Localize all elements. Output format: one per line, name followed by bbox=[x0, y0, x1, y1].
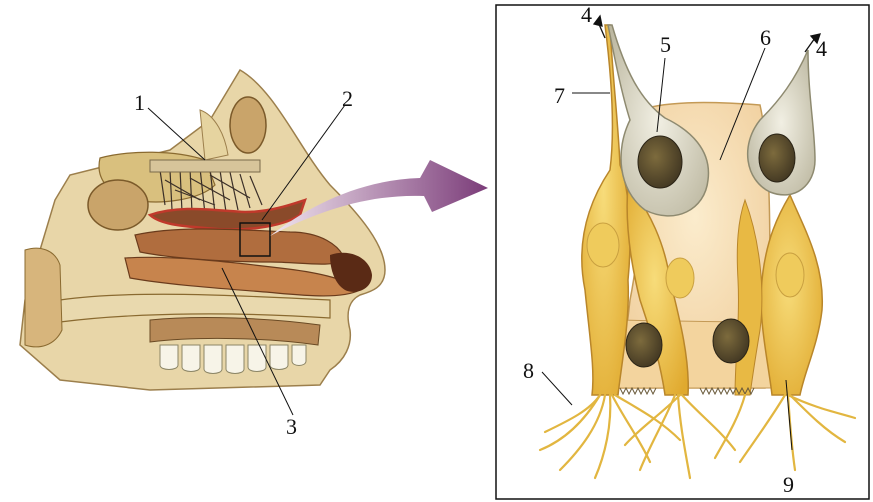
label-9: 9 bbox=[783, 472, 794, 497]
label-4-left: 4 bbox=[581, 2, 592, 27]
nucleus bbox=[626, 323, 662, 367]
nasal-cavity-section bbox=[20, 70, 385, 390]
nucleus-faint bbox=[587, 223, 619, 267]
label-8: 8 bbox=[523, 358, 534, 383]
nucleus bbox=[759, 134, 795, 182]
label-1: 1 bbox=[134, 90, 145, 115]
frontal-sinus bbox=[230, 97, 266, 153]
nucleus-faint bbox=[776, 253, 804, 297]
nucleus-faint bbox=[666, 258, 694, 298]
label-6: 6 bbox=[760, 25, 771, 50]
nucleus bbox=[638, 136, 682, 188]
sphenoid-sinus bbox=[88, 180, 148, 230]
label-2: 2 bbox=[342, 86, 353, 111]
label-7: 7 bbox=[554, 83, 565, 108]
label-3: 3 bbox=[286, 414, 297, 439]
olfactory-bulb bbox=[150, 160, 260, 172]
pharynx-wall bbox=[25, 248, 62, 347]
nucleus bbox=[713, 319, 749, 363]
label-4-right: 4 bbox=[816, 36, 827, 61]
label-5: 5 bbox=[660, 32, 671, 57]
